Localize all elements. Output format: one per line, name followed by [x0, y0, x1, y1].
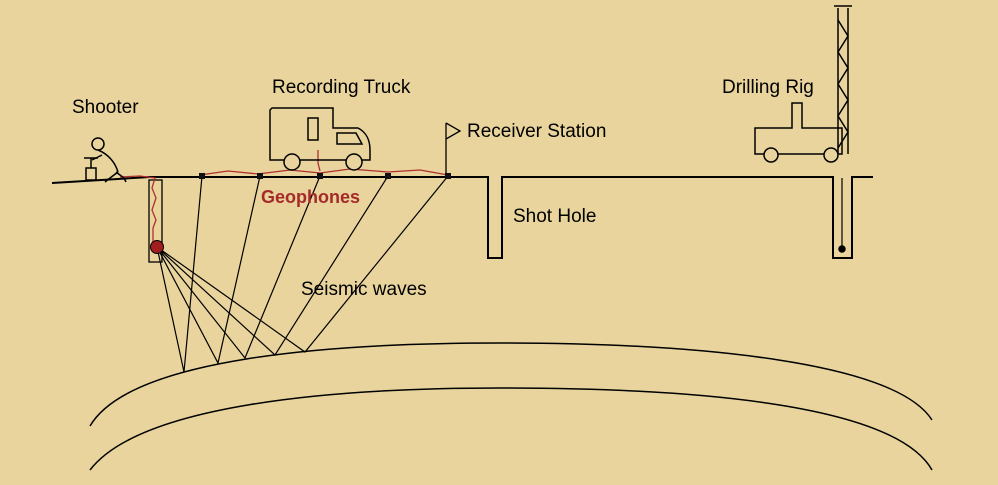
ray-path-5: [156, 175, 449, 353]
recording-truck-icon: [269, 107, 371, 171]
reflector-layer-upper: [89, 342, 933, 427]
label-seismic-waves: Seismic waves: [301, 279, 427, 300]
detonator-cable: [119, 175, 157, 242]
ray-path-2: [156, 175, 261, 365]
ground-surface: [51, 176, 873, 259]
geophone-1: [199, 173, 205, 179]
geophone-3: [317, 173, 323, 179]
label-drilling-rig: Drilling Rig: [722, 77, 814, 98]
geophone-markers: [199, 173, 451, 179]
geophone-4: [385, 173, 391, 179]
geophone-2: [257, 173, 263, 179]
ray-path-1: [156, 175, 203, 373]
receiver-flag-icon: [445, 122, 462, 175]
label-shot-hole: Shot Hole: [513, 206, 596, 227]
shooter-figure-icon: [84, 137, 127, 183]
label-geophones: Geophones: [261, 187, 360, 207]
explosive-charge: [150, 240, 164, 254]
drilling-rig-icon: [754, 5, 852, 253]
label-recording-truck: Recording Truck: [272, 77, 411, 98]
shooter-shot-hole: [148, 179, 163, 263]
geophone-5: [445, 173, 451, 179]
truck-cable: [317, 150, 321, 172]
seismic-rays: [156, 175, 449, 373]
label-receiver-station: Receiver Station: [467, 121, 606, 142]
geophone-cable: [199, 168, 449, 176]
ray-path-3: [156, 175, 321, 360]
label-shooter: Shooter: [72, 97, 139, 118]
ray-path-4: [156, 175, 389, 356]
reflector-layer-lower: [89, 387, 933, 471]
